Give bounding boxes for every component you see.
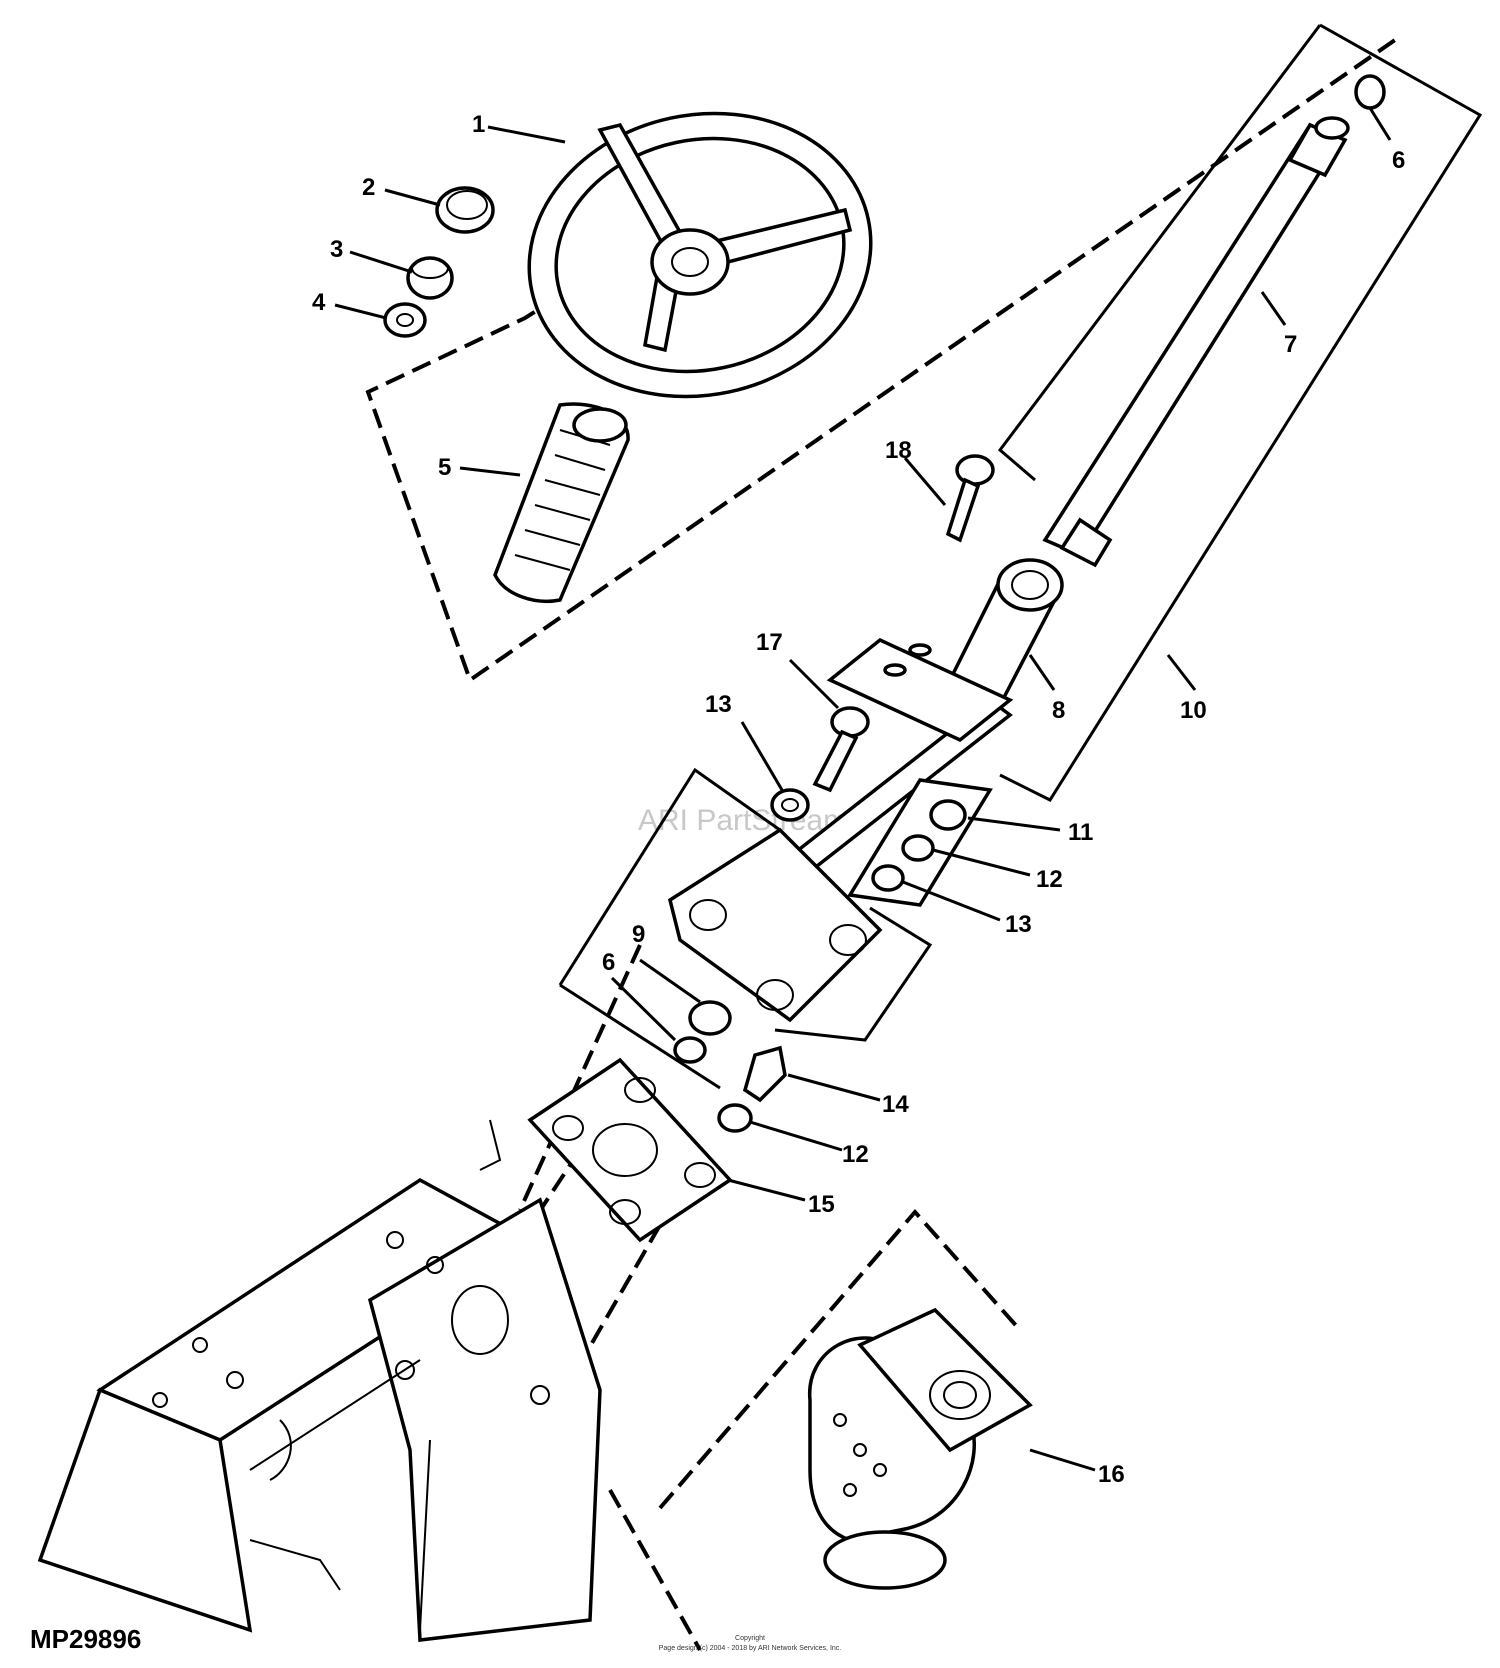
column-group-outline	[999, 23, 1483, 802]
callouts: 1 2 3 4 5 6 7 8 10 18 17 13 11 12 13 9 6…	[312, 111, 1405, 1488]
washer	[383, 302, 427, 338]
lockwasher-12-lower	[717, 1103, 753, 1133]
callout-13-left: 13	[705, 691, 732, 718]
callout-13-right: 13	[1005, 911, 1032, 938]
callout-4: 4	[312, 289, 326, 316]
callout-14: 14	[882, 1091, 909, 1118]
o-ring	[688, 1000, 732, 1036]
tractor-frame	[37, 1119, 602, 1642]
leader-lines	[334, 107, 1392, 1472]
retaining-ring-lower	[673, 1036, 707, 1064]
flange-group-outline-right	[774, 906, 933, 1042]
copyright-line-2: Page design (c) 2004 - 2018 by ARI Netwo…	[659, 1645, 842, 1652]
callout-10: 10	[1180, 697, 1207, 724]
callout-1: 1	[472, 111, 485, 138]
callout-15: 15	[808, 1191, 835, 1218]
upper-flange	[667, 827, 883, 1023]
copyright-line-1: Copyright	[735, 1635, 765, 1642]
callout-7: 7	[1284, 331, 1297, 358]
bolt-18	[945, 454, 995, 543]
callout-12-lower: 12	[842, 1141, 869, 1168]
copyright: Copyright Page design (c) 2004 - 2018 by…	[659, 1635, 842, 1652]
column-boot	[493, 402, 630, 603]
steering-shaft	[1042, 116, 1350, 568]
washer-13-left	[770, 788, 810, 822]
callout-5: 5	[438, 454, 451, 481]
callout-9: 9	[632, 921, 645, 948]
callout-12-upper: 12	[1036, 866, 1063, 893]
horn-cap	[435, 186, 495, 234]
flange-group-outline	[558, 767, 781, 986]
retaining-ring-top	[1354, 74, 1386, 110]
group-outlines	[365, 23, 1483, 1651]
steering-valve	[808, 1307, 1033, 1590]
watermark-text: ARI PartStream	[638, 804, 848, 837]
diagram-code: MP29896	[30, 1624, 141, 1654]
washer-13-right	[871, 864, 905, 892]
callout-18: 18	[885, 437, 912, 464]
callout-16: 16	[1098, 1461, 1125, 1488]
callout-3: 3	[330, 236, 343, 263]
callout-2: 2	[362, 174, 375, 201]
bolt-17	[812, 706, 870, 793]
lockwasher-12-upper	[901, 834, 935, 862]
callout-17: 17	[756, 629, 783, 656]
callout-8: 8	[1052, 697, 1065, 724]
nut	[406, 256, 454, 300]
spacer-11	[929, 799, 967, 831]
frame-guide-line-4	[608, 1489, 702, 1651]
callout-6-lower: 6	[602, 949, 615, 976]
bushing	[942, 558, 1064, 708]
callout-6-top: 6	[1392, 147, 1405, 174]
fitting-14	[742, 1045, 787, 1103]
spacer-plate	[527, 1057, 733, 1243]
steering-wheel	[527, 111, 873, 399]
motor-group-outline	[658, 1208, 1022, 1510]
column-group-outline-top	[997, 24, 1322, 482]
callout-11: 11	[1068, 819, 1093, 846]
frame-guide-line-3	[518, 944, 642, 1211]
flange-group-outline-bottom	[559, 983, 721, 1090]
